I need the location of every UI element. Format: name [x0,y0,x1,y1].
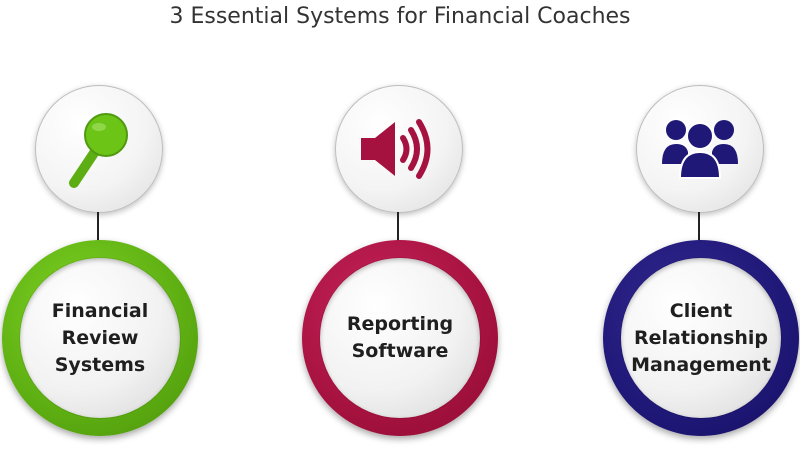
label-client-relationship: Client Relationship Management [631,299,771,376]
system-reporting-software: Reporting Software [300,0,500,450]
inner-circle: Client Relationship Management [621,258,781,418]
label-reporting-software: Reporting Software [346,313,454,362]
icon-circle-client-relationship [636,85,764,213]
connector-line [97,212,99,244]
users-icon [662,120,738,179]
connector-line [698,212,700,244]
inner-circle: Financial Review Systems [20,258,180,418]
system-financial-review: Financial Review Systems [0,0,200,450]
connector-line [397,212,399,244]
magnifier-icon [69,113,128,188]
inner-circle: Reporting Software [320,258,480,418]
ring-financial-review: Financial Review Systems [2,240,198,436]
diagram-title: 3 Essential Systems for Financial Coache… [169,4,631,29]
label-financial-review: Financial Review Systems [51,299,149,376]
ring-reporting-software: Reporting Software [302,240,498,436]
ring-client-relationship: Client Relationship Management [603,240,799,436]
icon-circle-reporting-software [335,85,463,213]
speaker-icon [361,119,431,179]
icon-circle-financial-review [35,85,163,213]
system-client-relationship: Client Relationship Management [601,0,800,450]
